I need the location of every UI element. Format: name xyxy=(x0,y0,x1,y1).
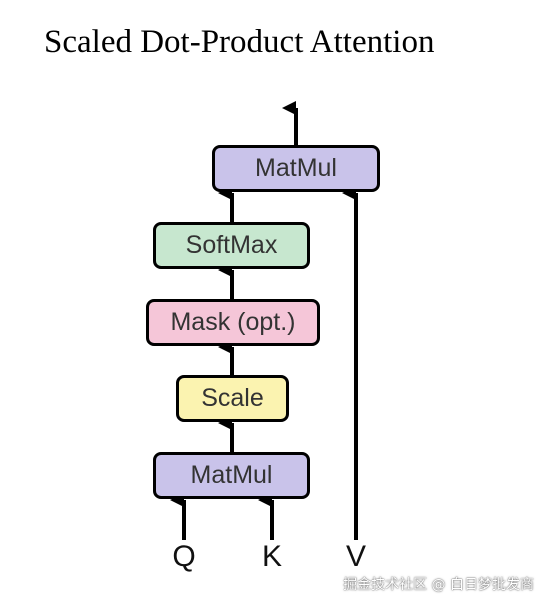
matmul-bottom-box: MatMul xyxy=(153,452,310,499)
input-v-label: V xyxy=(345,540,367,573)
input-q-label: Q xyxy=(172,540,196,573)
matmul-bottom-label: MatMul xyxy=(190,461,273,489)
matmul-top-box: MatMul xyxy=(212,145,380,192)
scale-box: Scale xyxy=(176,375,289,422)
softmax-box: SoftMax xyxy=(153,222,310,269)
watermark-text: 掘金技术社区 @ 白日梦批发商 xyxy=(343,577,534,593)
matmul-top-label: MatMul xyxy=(255,154,337,182)
diagram-title: Scaled Dot-Product Attention xyxy=(44,24,435,60)
softmax-label: SoftMax xyxy=(185,231,278,259)
mask-box: Mask (opt.) xyxy=(146,299,320,346)
input-k-label: K xyxy=(261,540,283,573)
scale-label: Scale xyxy=(201,384,264,412)
mask-label: Mask (opt.) xyxy=(170,308,296,336)
